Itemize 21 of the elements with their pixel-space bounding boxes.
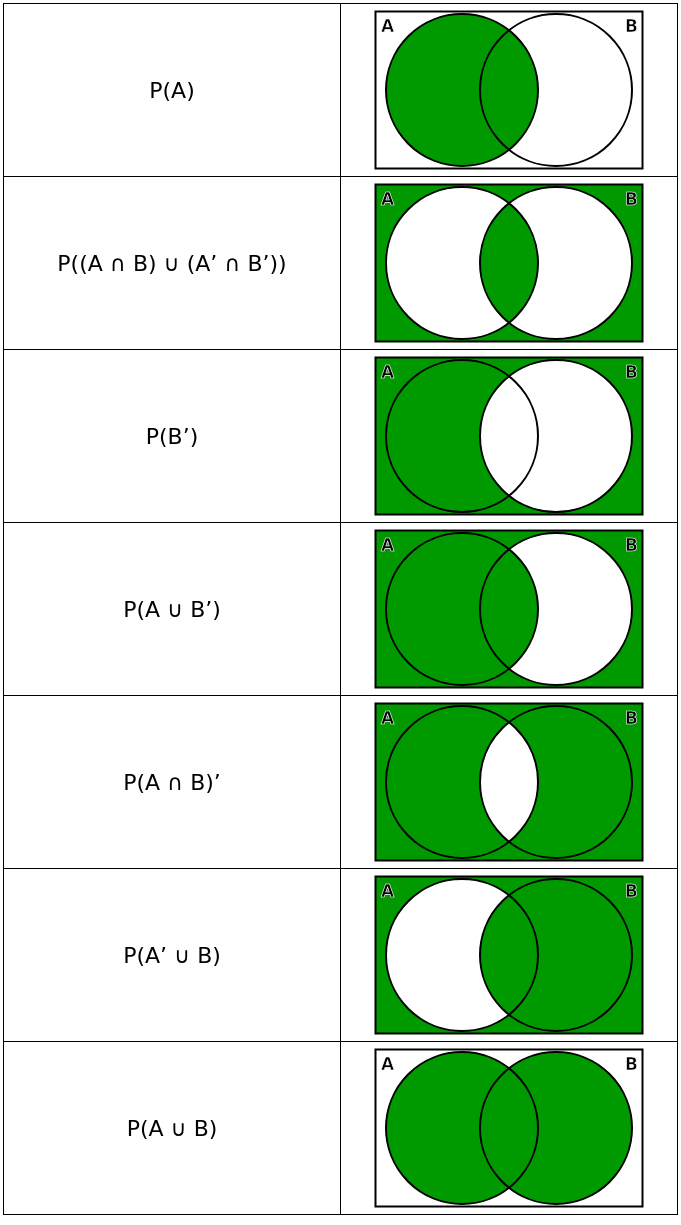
set-label: B: [625, 1054, 638, 1074]
probability-expression: P(A ∪ B): [126, 1115, 218, 1141]
set-label: A: [381, 362, 395, 382]
set-label: A: [381, 881, 395, 901]
set-label: B: [625, 881, 638, 901]
set-label: A: [381, 189, 395, 209]
probability-expression: P(A’ ∪ B): [123, 942, 221, 968]
probability-expression: P(A): [149, 77, 195, 103]
set-label: B: [625, 189, 638, 209]
set-label: A: [381, 16, 395, 36]
set-label: B: [625, 16, 638, 36]
probability-expression: P(A ∪ B’): [123, 596, 221, 622]
set-label: B: [625, 535, 638, 555]
set-label: A: [381, 535, 395, 555]
probability-expression: P(A ∩ B)’: [123, 769, 221, 795]
set-label: A: [381, 708, 395, 728]
set-label: A: [381, 1054, 395, 1074]
set-label: B: [625, 362, 638, 382]
probability-expression: P((A ∩ B) ∪ (A’ ∩ B’)): [57, 250, 287, 276]
probability-expression: P(B’): [145, 423, 199, 449]
set-label: B: [625, 708, 638, 728]
